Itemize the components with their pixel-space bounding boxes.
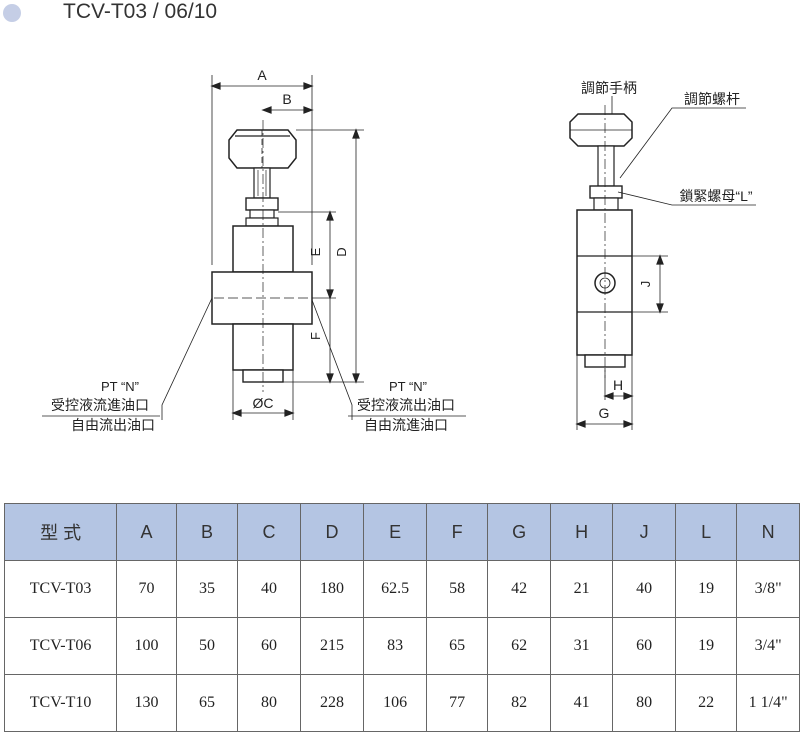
cell-f: 65 [425,617,489,675]
cell-j: 80 [612,674,676,732]
header-e: E [363,503,427,561]
cell-h: 41 [549,674,614,732]
cell-g: 62 [487,617,551,675]
header-model: 型 式 [3,503,118,561]
header-a: A [116,503,177,561]
dim-b-label: B [282,91,291,107]
locknut-label: 鎖緊螺母“L” [679,188,752,204]
dim-c-label: ØC [253,395,274,411]
right-port-label-3: 自由流進油口 [364,417,448,433]
table-row: TCV-T03 70 35 40 180 62.5 58 42 21 40 19… [3,560,800,618]
cell-h: 31 [549,617,614,675]
page-title: TCV-T03 / 06/10 [63,0,218,23]
cell-a: 130 [116,674,177,732]
cell-l: 19 [674,560,738,618]
table-header-row: 型 式 A B C D E F G H J L N [3,503,800,561]
cell-h: 21 [549,560,614,618]
header-f: F [425,503,489,561]
cell-f: 77 [425,674,489,732]
cell-j: 60 [612,617,676,675]
dim-a-label: A [257,67,267,83]
cell-a: 100 [116,617,177,675]
cell-d: 180 [299,560,365,618]
left-port-label-3: 自由流出油口 [71,417,155,433]
header-n: N [736,503,800,561]
cell-g: 82 [487,674,551,732]
left-port-label-1: PT “N” [101,379,139,394]
cell-n: 3/8" [736,560,800,618]
header-l: L [674,503,738,561]
cell-c: 80 [237,674,301,732]
table-row: TCV-T06 100 50 60 215 83 65 62 31 60 19 … [3,617,800,675]
header-d: D [299,503,365,561]
cell-n: 3/4" [736,617,800,675]
right-port-label-1: PT “N” [389,379,427,394]
cell-model: TCV-T06 [3,617,118,675]
cell-d: 215 [299,617,365,675]
cell-model: TCV-T03 [3,560,118,618]
table-row: TCV-T10 130 65 80 228 106 77 82 41 80 22… [3,674,800,732]
cell-g: 42 [487,560,551,618]
header-j: J [612,503,676,561]
cell-b: 35 [175,560,239,618]
lock-nut [245,197,279,211]
header-h: H [549,503,614,561]
cell-l: 19 [674,617,738,675]
left-port-label-2: 受控液流進油口 [51,397,149,413]
cell-e: 106 [363,674,427,732]
dim-g-label: G [599,405,610,421]
handle-label: 調節手柄 [581,80,637,96]
dim-j-label: J [638,281,653,288]
cell-e: 83 [363,617,427,675]
cell-c: 40 [237,560,301,618]
header-b: B [175,503,239,561]
handle-knob [228,129,297,169]
cell-b: 65 [175,674,239,732]
cell-e: 62.5 [363,560,427,618]
cell-n: 1 1/4" [736,674,800,732]
screw-label: 調節螺杆 [684,91,740,107]
bullet-icon [3,4,21,22]
dim-d-label: D [334,247,349,256]
cell-c: 60 [237,617,301,675]
dim-e-label: E [308,247,323,256]
right-port-label-2: 受控液流出油口 [357,397,455,413]
spec-table: 型 式 A B C D E F G H J L N TCV-T03 70 35 … [3,503,800,732]
technical-drawing: A B ØC D E F J H G PT “N” 受控液流進油口 自由流出油口… [42,67,756,433]
cell-f: 58 [425,560,489,618]
cell-l: 22 [674,674,738,732]
cell-model: TCV-T10 [3,674,118,732]
cell-b: 50 [175,617,239,675]
right-view [569,96,680,430]
dim-h-label: H [613,377,623,393]
header-g: G [487,503,551,561]
left-view [161,75,364,420]
cell-a: 70 [116,560,177,618]
cell-d: 228 [299,674,365,732]
header-c: C [237,503,301,561]
cell-j: 40 [612,560,676,618]
dim-f-label: F [308,332,323,340]
